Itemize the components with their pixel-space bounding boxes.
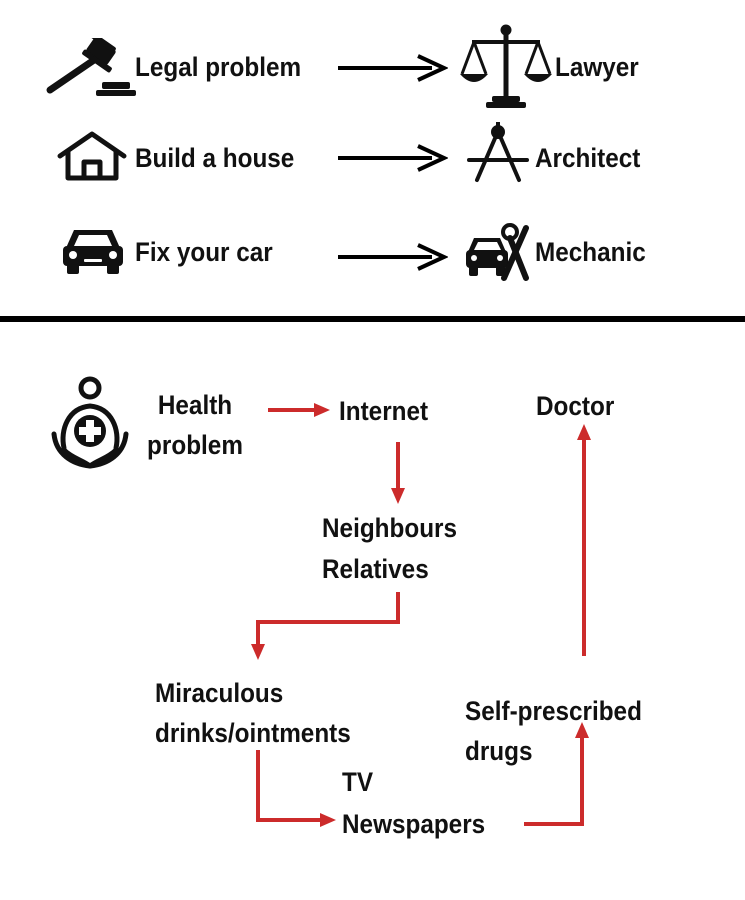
node-self-line-2: drugs — [465, 736, 533, 766]
node-miraculous-line-1: Miraculous — [155, 678, 284, 708]
solution-label-2: Architect — [535, 143, 641, 173]
node-internet: Internet — [339, 396, 429, 426]
arrow-row-3 — [338, 243, 448, 271]
car-repair-icon — [466, 223, 529, 281]
section-divider — [0, 316, 745, 322]
node-miraculous-line-2: drinks/ointments — [155, 718, 351, 748]
scales-icon — [460, 24, 552, 108]
node-tv-line-1: TV — [342, 767, 374, 797]
problem-label-3: Fix your car — [135, 237, 273, 267]
node-neighbours-line-2: Relatives — [322, 554, 429, 584]
node-neighbours-line-1: Neighbours — [322, 513, 458, 543]
car-icon — [63, 230, 123, 274]
problem-label-1: Legal problem — [135, 52, 302, 82]
solution-label-3: Mechanic — [535, 237, 646, 267]
gavel-icon — [46, 38, 136, 96]
compass-icon — [467, 122, 529, 182]
node-health-line-2: problem — [147, 430, 243, 460]
problem-label-2: Build a house — [135, 143, 295, 173]
node-tv-line-2: Newspapers — [342, 809, 486, 839]
health-person-icon — [51, 376, 129, 469]
node-health-line-1: Health — [157, 390, 233, 420]
house-icon — [57, 131, 127, 181]
red-flow-arrows — [251, 403, 591, 827]
node-doctor: Doctor — [536, 391, 615, 421]
arrow-row-1 — [338, 54, 448, 82]
node-self-line-1: Self-prescribed — [465, 696, 642, 726]
arrow-row-2 — [338, 144, 448, 172]
solution-label-1: Lawyer — [555, 52, 639, 82]
